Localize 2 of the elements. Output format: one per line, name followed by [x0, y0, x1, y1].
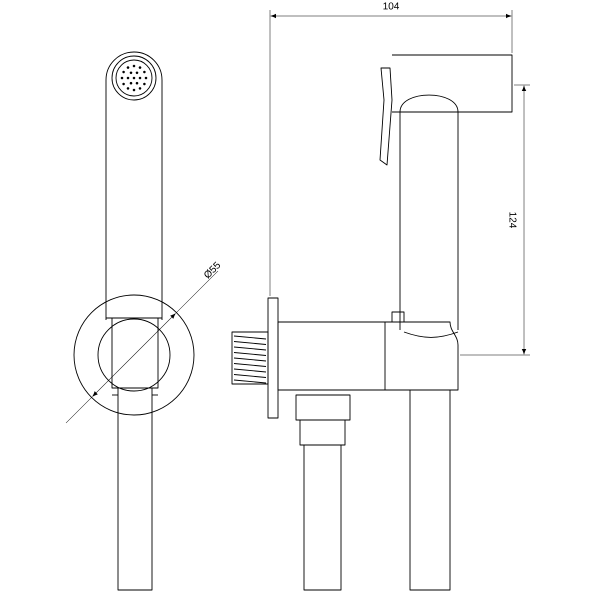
dimension-label: 124 [510, 212, 516, 228]
dimension-label: 104 [383, 2, 400, 10]
